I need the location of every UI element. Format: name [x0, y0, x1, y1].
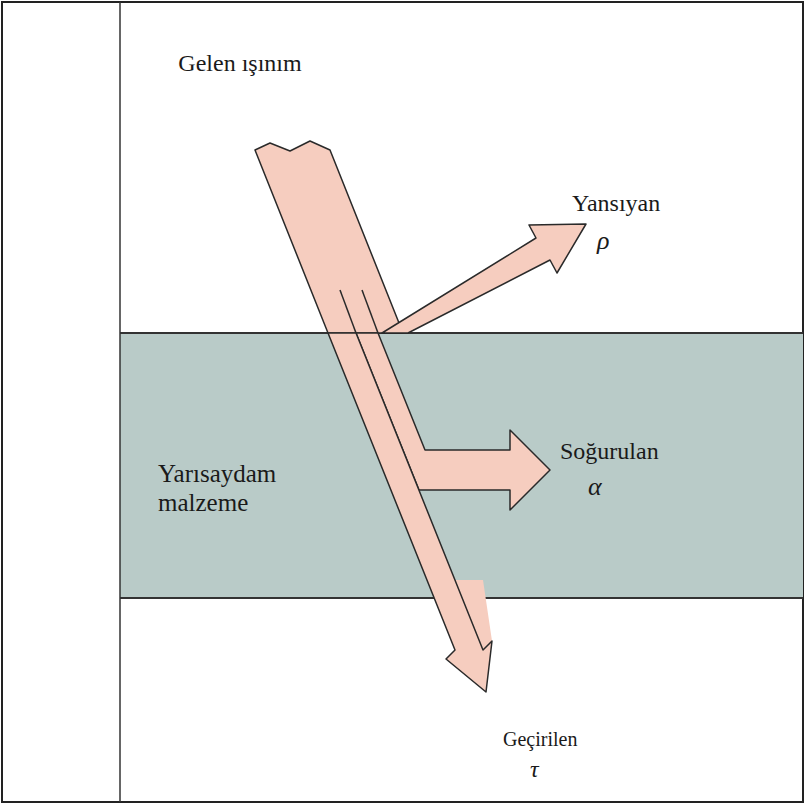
reflected-label: Yansıyan: [572, 190, 712, 218]
split-line: [362, 290, 378, 333]
transmitted-label: Geçirilen: [503, 728, 623, 751]
slab-fill: [120, 333, 803, 598]
transmitted-fill: [328, 333, 492, 692]
transmitted-symbol: τ: [530, 756, 560, 784]
reflected-symbol: ρ: [597, 226, 627, 256]
frame-left-line: [119, 2, 121, 802]
split-line: [340, 290, 356, 333]
reflected-arrow: [382, 224, 586, 333]
absorbed-symbol: α: [588, 472, 618, 502]
incident-label: Gelen ışınım: [170, 50, 310, 78]
material-slab: Yarısaydam malzeme: [140, 440, 350, 560]
slab-label: Yarısaydam malzeme: [158, 460, 328, 518]
absorbed-label: Soğurulan: [560, 438, 710, 466]
incident-beam: [255, 141, 403, 333]
transmitted-arrow: [328, 333, 492, 692]
slab-top-line: [120, 332, 803, 334]
